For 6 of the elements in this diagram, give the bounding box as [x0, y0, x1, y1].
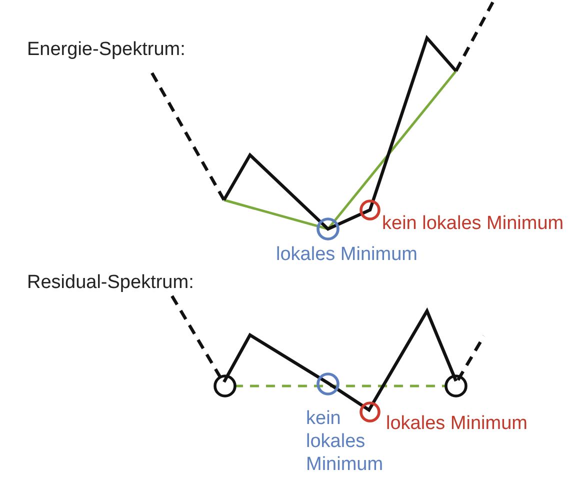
- plot-heading: Energie-Spektrum:: [27, 38, 186, 61]
- point-annotation: lokales Minimum: [386, 412, 528, 435]
- point-annotation: kein lokales Minimum: [306, 407, 384, 476]
- point-annotation: kein lokales Minimum: [382, 212, 564, 235]
- plot-heading: Residual-Spektrum:: [27, 271, 194, 294]
- point-annotation: lokales Minimum: [276, 243, 418, 266]
